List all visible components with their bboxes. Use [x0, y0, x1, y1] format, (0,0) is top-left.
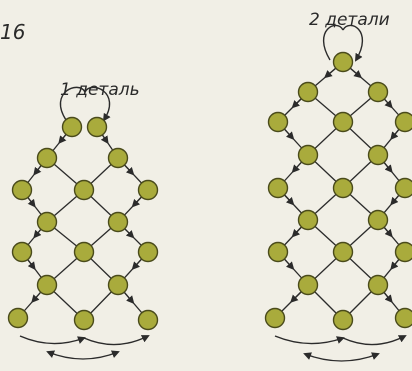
- bead: [73, 179, 95, 201]
- bead: [264, 307, 286, 329]
- bead: [297, 209, 319, 231]
- top-loop-left: [59, 86, 86, 121]
- bead: [267, 111, 289, 133]
- bead: [11, 241, 33, 263]
- caption-two-pieces: 2 детали: [309, 10, 390, 30]
- top-loop-right: [84, 86, 111, 122]
- bead: [394, 307, 412, 329]
- bead: [11, 179, 33, 201]
- caption-one-piece: 1 деталь: [60, 80, 140, 100]
- bead: [332, 51, 354, 73]
- top-loop-left: [322, 24, 344, 61]
- bead: [36, 274, 58, 296]
- bead: [367, 209, 389, 231]
- bead: [394, 111, 412, 133]
- bead: [73, 241, 95, 263]
- figure-number: 16: [0, 20, 26, 44]
- bead: [107, 147, 129, 169]
- bead: [267, 177, 289, 199]
- double-arrow: [46, 350, 120, 360]
- bead: [297, 144, 319, 166]
- bottom-connector-left: [19, 335, 86, 345]
- bead: [367, 81, 389, 103]
- bead: [137, 241, 159, 263]
- diagram-two-pieces: [264, 24, 412, 362]
- bottom-connector-right: [83, 335, 150, 346]
- bead: [297, 274, 319, 296]
- bottom-connector-left: [274, 335, 345, 345]
- bead: [332, 309, 354, 331]
- bead: [394, 177, 412, 199]
- bead: [332, 241, 354, 263]
- bead: [332, 111, 354, 133]
- bottom-connector-right: [342, 335, 407, 346]
- bead: [86, 116, 108, 138]
- bead: [332, 177, 354, 199]
- top-loop-right: [342, 24, 364, 62]
- bead: [61, 116, 83, 138]
- bead: [367, 144, 389, 166]
- bead: [394, 241, 412, 263]
- bead: [297, 81, 319, 103]
- double-arrow: [303, 352, 380, 362]
- diagram-one-piece: [7, 86, 159, 360]
- bead: [137, 179, 159, 201]
- bead: [137, 309, 159, 331]
- bead: [36, 147, 58, 169]
- bead: [367, 274, 389, 296]
- bead: [36, 211, 58, 233]
- bead: [267, 241, 289, 263]
- bead: [107, 274, 129, 296]
- bead: [73, 309, 95, 331]
- bead: [107, 211, 129, 233]
- bead: [7, 307, 29, 329]
